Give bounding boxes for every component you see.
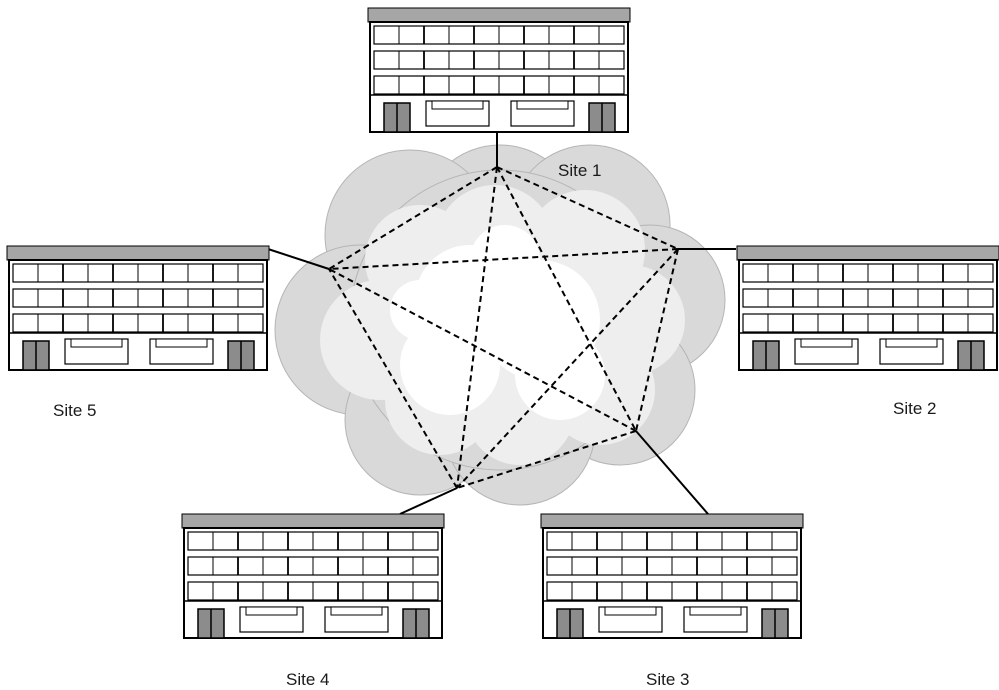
building-site-1 [367, 7, 631, 133]
building-roof [540, 513, 804, 529]
mesh-link-2-4 [456, 248, 679, 489]
building-roof [736, 245, 999, 261]
site-1-label: Site 1 [558, 161, 602, 180]
access-link-site-5 [267, 248, 330, 270]
mesh-link-2-5 [328, 248, 679, 270]
mesh-link-1-2 [496, 166, 679, 250]
mesh-link-2-3 [635, 248, 679, 432]
mesh-link-4-5 [328, 268, 458, 489]
mesh-link-3-4 [456, 430, 637, 489]
mesh-link-3-5 [328, 268, 637, 432]
building-site-5 [6, 245, 270, 371]
site-3-label: Site 3 [646, 670, 690, 689]
building-site-3 [540, 513, 804, 639]
site-2-label: Site 2 [893, 399, 937, 418]
access-link-site-4 [399, 487, 458, 515]
building-roof [181, 513, 445, 529]
access-link-site-3 [635, 430, 709, 515]
site-4-label: Site 4 [286, 670, 330, 689]
building-roof [367, 7, 631, 23]
building-site-4 [181, 513, 445, 639]
building-roof [6, 245, 270, 261]
building-site-2 [736, 245, 999, 371]
network-cloud [274, 144, 726, 506]
mesh-link-1-4 [456, 166, 498, 489]
site-5-label: Site 5 [53, 401, 97, 420]
mesh-link-1-5 [328, 166, 498, 270]
